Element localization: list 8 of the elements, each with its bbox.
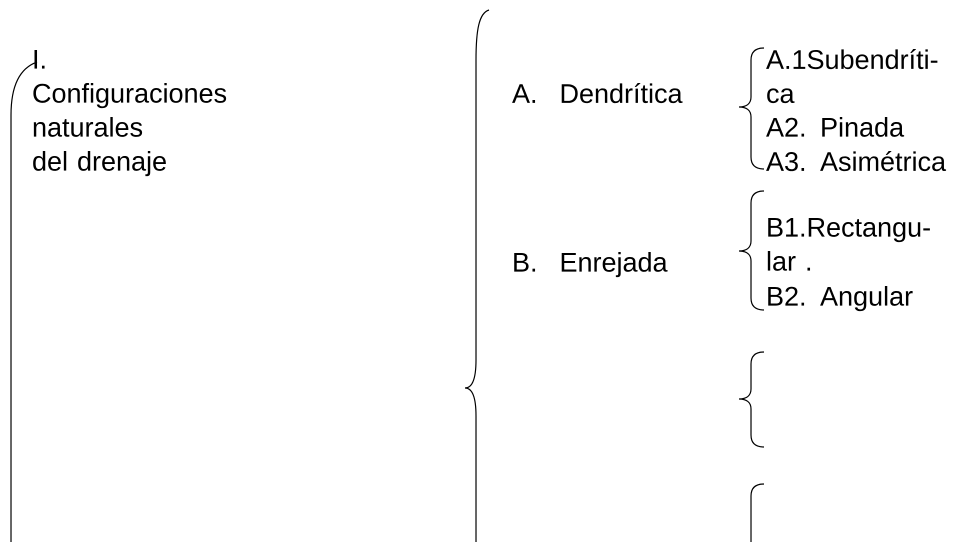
list-item: A. Dendrítica [512, 83, 683, 104]
list-item: A3. Asimétrica [766, 151, 946, 172]
list-item: A.1Subendríti- ca [766, 49, 938, 104]
list-item: B1.Rectangu- lar . [768, 218, 930, 271]
list-item: I. Configuraciones naturales del drenaje [33, 50, 226, 176]
list-item: B2. Angular [768, 286, 913, 312]
list-item: A2. Pinada [766, 117, 904, 137]
list-item: B. Enrejada [514, 252, 668, 278]
